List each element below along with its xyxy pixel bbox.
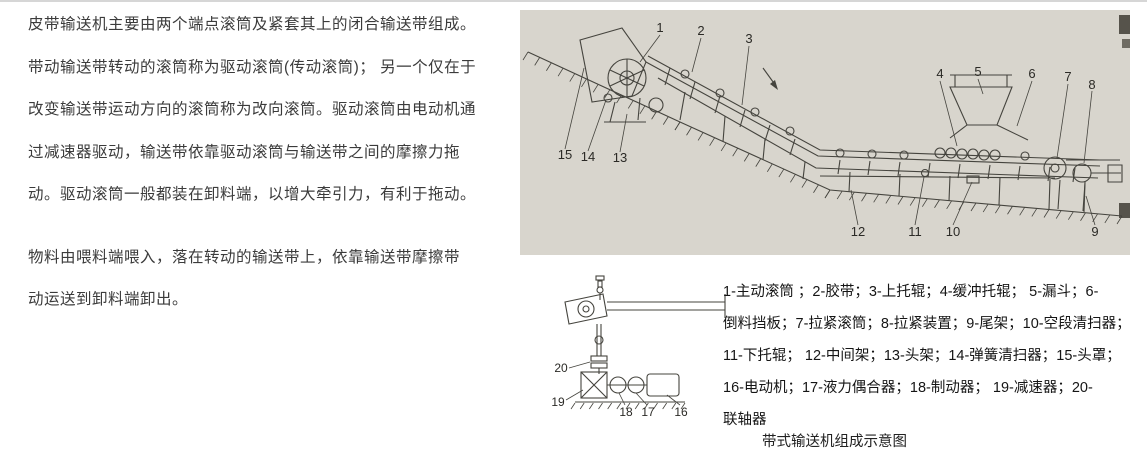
base-hatching xyxy=(570,402,686,410)
parts-legend: 1-主动滚筒 ；2-胶带；3-上托辊；4-缓冲托辊； 5-漏斗；6- 倒料挡板；… xyxy=(723,276,1143,436)
head-arm xyxy=(564,275,726,325)
article-line: 带动输送带转动的滚筒称为驱动滚筒(传动滚筒)； 另一个仅在于 xyxy=(28,58,477,76)
part-label-1: 1 xyxy=(656,20,663,35)
tension-assembly xyxy=(1043,156,1123,212)
article-line: 物料由喂料端喂入，落在转动的输送带上，依靠输送带摩擦带 xyxy=(28,248,461,266)
part-label-9: 9 xyxy=(1091,224,1098,239)
part-label-5: 5 xyxy=(974,64,981,79)
drive-part-labels: 20 19 18 17 16 xyxy=(551,361,688,419)
part-label-6: 6 xyxy=(1028,66,1035,81)
scan-artifact xyxy=(1119,15,1130,34)
part-label-12: 12 xyxy=(851,224,865,239)
part-labels: 1 2 3 4 5 6 7 8 9 10 11 12 13 14 15 xyxy=(558,20,1099,239)
part-label-10: 10 xyxy=(946,224,960,239)
part-label-16: 16 xyxy=(674,405,688,419)
scan-artifact xyxy=(1122,39,1130,48)
conveyor-diagram-figure: 1 2 3 4 5 6 7 8 9 10 11 12 13 14 15 xyxy=(520,10,1130,255)
label-leader-lines xyxy=(564,34,1096,226)
part-label-4: 4 xyxy=(936,66,943,81)
part-label-15: 15 xyxy=(558,147,572,162)
ground-hatching xyxy=(522,51,1123,225)
hopper xyxy=(949,74,1029,141)
legend-line: 1-主动滚筒 ；2-胶带；3-上托辊；4-缓冲托辊； 5-漏斗；6- xyxy=(723,284,1099,300)
part-label-7: 7 xyxy=(1064,69,1071,84)
paragraph-2: 物料由喂料端喂入，落在转动的输送带上，依靠输送带摩擦带 动运送到卸料端卸出。 xyxy=(28,237,498,322)
article-line: 动。驱动滚筒一般都装在卸料端，以增大牵引力，有利于拖动。 xyxy=(28,186,477,203)
part-label-2: 2 xyxy=(697,23,704,38)
legend-line: 16-电动机；17-液力偶合器；18-制动器； 19-减速器；20- xyxy=(723,380,1093,396)
sub-label-leaders xyxy=(565,361,681,406)
part-label-20: 20 xyxy=(554,361,568,375)
drive-train xyxy=(575,324,685,403)
article-line: 改变输送带运动方向的滚筒称为改向滚筒。驱动滚筒由电动机通 xyxy=(28,101,477,118)
head-assembly xyxy=(579,27,664,123)
belt-direction-arrow xyxy=(762,67,778,90)
legend-line: 倒料挡板；7-拉紧滚筒；8-拉紧装置；9-尾架；10-空段清扫器； xyxy=(723,316,1131,332)
legend-line: 11-下托辊； 12-中间架；13-头架；14-弹簧清扫器；15-头罩； xyxy=(723,348,1121,364)
article-text: 皮带输送机主要由两个端点滚筒及紧套其上的闭合输送带组成。 带动输送带转动的滚筒称… xyxy=(28,4,498,322)
ground-line xyxy=(527,51,1123,217)
part-label-19: 19 xyxy=(551,395,565,409)
article-line: 过减速器驱动，输送带依靠驱动滚筒与输送带之间的摩擦力拖 xyxy=(28,143,461,161)
article-line: 动运送到卸料端卸出。 xyxy=(28,291,189,308)
part-label-11: 11 xyxy=(908,224,922,239)
scan-background xyxy=(520,10,1130,255)
part-label-14: 14 xyxy=(581,149,595,164)
part-label-13: 13 xyxy=(613,150,627,165)
drive-unit-diagram-figure: 20 19 18 17 16 xyxy=(551,275,726,419)
part-label-17: 17 xyxy=(641,405,655,419)
figure-caption: 带式输送机组成示意图 xyxy=(762,434,907,450)
lower-idler xyxy=(920,168,930,178)
conveyor-frame xyxy=(645,55,1101,213)
upper-idlers xyxy=(680,69,909,160)
part-label-18: 18 xyxy=(619,405,633,419)
paragraph-1: 皮带输送机主要由两个端点滚筒及紧套其上的闭合输送带组成。 带动输送带转动的滚筒称… xyxy=(28,4,498,217)
belt-cleaner xyxy=(966,175,980,184)
part-label-3: 3 xyxy=(745,31,752,46)
legend-line: 联轴器 xyxy=(723,412,767,428)
buffer-idlers xyxy=(934,147,1030,161)
part-label-8: 8 xyxy=(1088,77,1095,92)
article-line: 皮带输送机主要由两个端点滚筒及紧套其上的闭合输送带组成。 xyxy=(28,16,477,33)
scan-artifact xyxy=(1119,203,1130,218)
